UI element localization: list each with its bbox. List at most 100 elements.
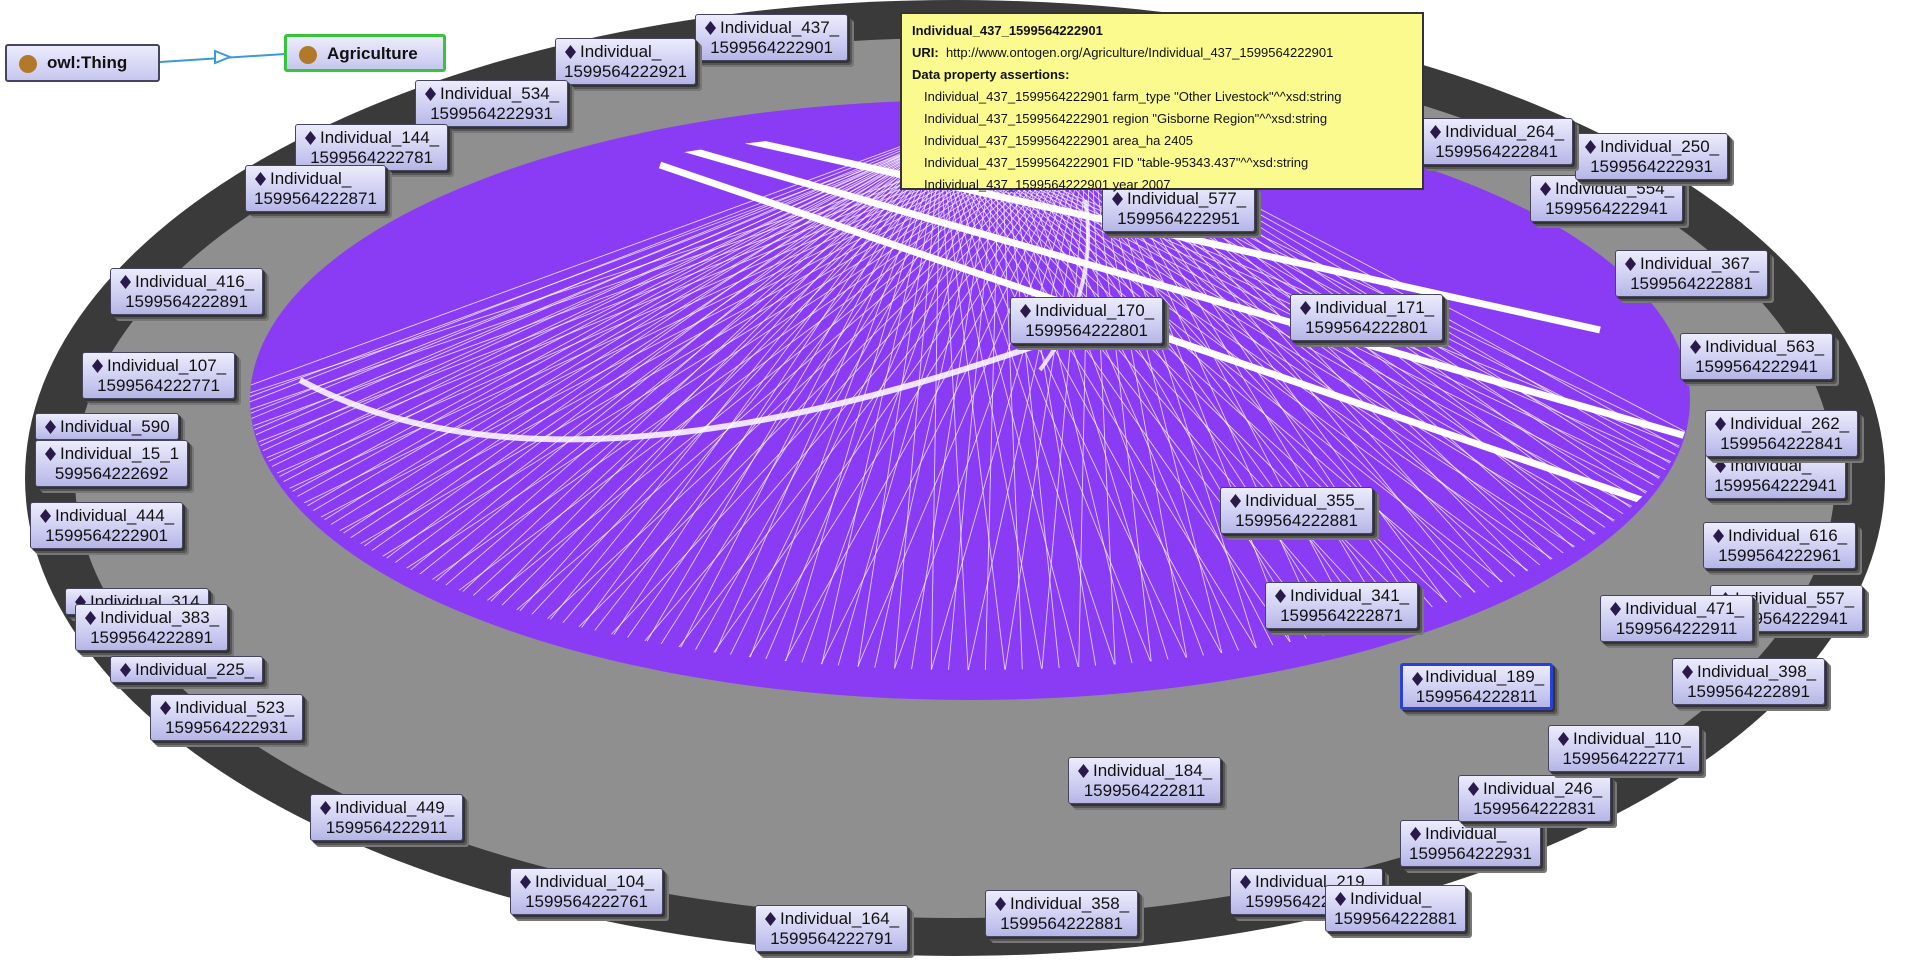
individual-node[interactable]: Individual_262_1599564222841 bbox=[1705, 410, 1859, 457]
edge-line bbox=[939, 139, 972, 670]
individual-node[interactable]: Individual_383_1599564222891 bbox=[75, 604, 229, 651]
individual-node[interactable]: Individual_1599564222931 bbox=[1400, 820, 1541, 867]
class-label: owl:Thing bbox=[47, 53, 128, 72]
individual-node[interactable]: Individual_444_1599564222901 bbox=[30, 502, 184, 549]
edge-line bbox=[427, 139, 941, 625]
edge-line bbox=[250, 139, 941, 479]
diamond-icon bbox=[425, 87, 436, 101]
individual-node[interactable]: Individual_437_1599564222901 bbox=[695, 14, 849, 61]
individual-node[interactable]: Individual_107_1599564222771 bbox=[82, 352, 236, 399]
edge-line bbox=[551, 139, 941, 668]
individual-name: Individual_104_ bbox=[535, 872, 655, 891]
individual-id: 1599564222881 bbox=[1334, 909, 1457, 928]
individual-node[interactable]: Individual_590 bbox=[35, 413, 179, 440]
individual-node[interactable]: Individual_264_1599564222841 bbox=[1420, 118, 1574, 165]
individual-id: 1599564222941 bbox=[1545, 199, 1669, 218]
individual-id: 1599564222951 bbox=[1117, 209, 1241, 228]
diamond-icon bbox=[1690, 340, 1701, 354]
edge-line bbox=[574, 130, 1091, 670]
individual-node[interactable]: Individual_577_1599564222951 bbox=[1102, 185, 1256, 232]
individual-name: Individual_616_ bbox=[1728, 526, 1848, 545]
edge-highlight bbox=[658, 161, 1690, 524]
individual-node[interactable]: Individual_449_1599564222911 bbox=[310, 794, 464, 841]
individual-node[interactable]: Individual_110_1599564222771 bbox=[1548, 725, 1700, 772]
edge-line bbox=[261, 130, 1001, 517]
individual-id: 599564222692 bbox=[54, 464, 169, 483]
edge-line bbox=[487, 139, 941, 648]
individual-node[interactable]: Individual_171_1599564222801 bbox=[1290, 294, 1444, 341]
individual-name: Individual_250_ bbox=[1600, 137, 1720, 156]
individual-node[interactable]: Individual_554_1599564222941 bbox=[1530, 175, 1684, 222]
edge-line bbox=[939, 139, 1591, 586]
edge-line bbox=[300, 130, 1091, 553]
individual-name: Individual_ bbox=[1425, 824, 1507, 843]
individual-id: 1599564222931 bbox=[1409, 844, 1532, 863]
edge-line bbox=[382, 130, 1001, 604]
individual-id: 1599564222871 bbox=[1280, 606, 1404, 625]
diamond-icon bbox=[1112, 192, 1123, 206]
edge-line bbox=[999, 130, 1550, 608]
individual-node[interactable]: Individual_398_1599564222891 bbox=[1672, 658, 1826, 705]
edge-highlight bbox=[619, 130, 1690, 444]
individual-node[interactable]: Individual_170_1599564222801 bbox=[1010, 297, 1164, 344]
individual-node[interactable]: Individual_189_1599564222811 bbox=[1400, 663, 1554, 710]
circle-icon bbox=[299, 46, 317, 64]
class-node-owl-thing[interactable]: owl:Thing bbox=[5, 44, 160, 82]
individual-node[interactable]: Individual_523_1599564222931 bbox=[150, 694, 304, 741]
individual-node[interactable]: Individual_341_1599564222871 bbox=[1265, 582, 1419, 629]
edge-line bbox=[956, 130, 1091, 670]
individual-name: Individual_ bbox=[270, 169, 352, 188]
diamond-icon bbox=[995, 897, 1006, 911]
individual-node[interactable]: Individual_616_1599564222961 bbox=[1703, 522, 1857, 569]
individual-name: Individual_170_ bbox=[1035, 301, 1155, 320]
individual-node[interactable]: Individual_246_1599564222831 bbox=[1458, 775, 1612, 822]
individual-name: Individual_471_ bbox=[1625, 599, 1745, 618]
diamond-icon bbox=[1410, 827, 1421, 841]
diamond-icon bbox=[45, 447, 56, 461]
individual-id: 1599564222771 bbox=[1562, 749, 1686, 768]
individual-node[interactable]: Individual_144_1599564222781 bbox=[295, 124, 449, 171]
diamond-icon bbox=[305, 131, 316, 145]
diamond-icon bbox=[120, 663, 131, 677]
individual-id: 1599564222891 bbox=[1687, 682, 1811, 701]
individual-name: Individual_449_ bbox=[335, 798, 455, 817]
edge-line bbox=[250, 139, 941, 496]
edge-line bbox=[250, 130, 1001, 418]
class-node-agriculture[interactable]: Agriculture bbox=[284, 34, 446, 72]
diamond-icon bbox=[1713, 529, 1724, 543]
individual-node[interactable]: Individual_225_ bbox=[110, 656, 264, 683]
individual-node[interactable]: Individual_534_1599564222931 bbox=[415, 80, 569, 127]
individual-node[interactable]: Individual_104_1599564222761 bbox=[510, 868, 664, 915]
individual-id: 1599564222881 bbox=[1235, 511, 1359, 530]
edge-line bbox=[720, 130, 1091, 670]
individual-name: Individual_398_ bbox=[1697, 662, 1817, 681]
individual-node[interactable]: Individual_250_1599564222931 bbox=[1575, 133, 1729, 180]
individual-node[interactable]: Individual_184_1599564222811 bbox=[1068, 757, 1222, 804]
diamond-icon bbox=[1300, 301, 1311, 315]
individual-node[interactable]: Individual_358_1599564222881 bbox=[985, 890, 1139, 937]
edge-line bbox=[657, 139, 941, 670]
individual-node[interactable]: Individual_563_1599564222941 bbox=[1680, 333, 1834, 380]
individual-node[interactable]: Individual_471_1599564222911 bbox=[1600, 595, 1754, 642]
individual-node[interactable]: Individual_1599564222941 bbox=[1705, 452, 1846, 499]
individual-node[interactable]: Individual_416_1599564222891 bbox=[110, 268, 264, 315]
individual-id: 1599564222801 bbox=[1305, 318, 1429, 337]
individual-node[interactable]: Individual_1599564222881 bbox=[1325, 885, 1466, 932]
edge-line bbox=[586, 139, 941, 670]
diamond-icon bbox=[1275, 589, 1286, 603]
diamond-icon bbox=[255, 172, 266, 186]
edge-line bbox=[288, 139, 941, 543]
individual-node[interactable]: Individual_1599564222871 bbox=[245, 165, 386, 212]
individual-name: Individual_534_ bbox=[440, 84, 560, 103]
edge-line bbox=[645, 130, 1091, 670]
individual-node[interactable]: Individual_355_1599564222881 bbox=[1220, 487, 1374, 534]
tooltip-assertion: Individual_437_1599564222901 region "Gis… bbox=[924, 111, 1328, 126]
individual-node[interactable]: Individual_1599564222921 bbox=[555, 38, 696, 85]
individual-id: 1599564222841 bbox=[1720, 434, 1844, 453]
individual-node[interactable]: Individual_367_1599564222881 bbox=[1615, 250, 1769, 297]
individual-id: 1599564222901 bbox=[45, 526, 169, 545]
individual-node[interactable]: Individual_164_1599564222791 bbox=[755, 905, 909, 952]
edge-line bbox=[633, 130, 1001, 670]
